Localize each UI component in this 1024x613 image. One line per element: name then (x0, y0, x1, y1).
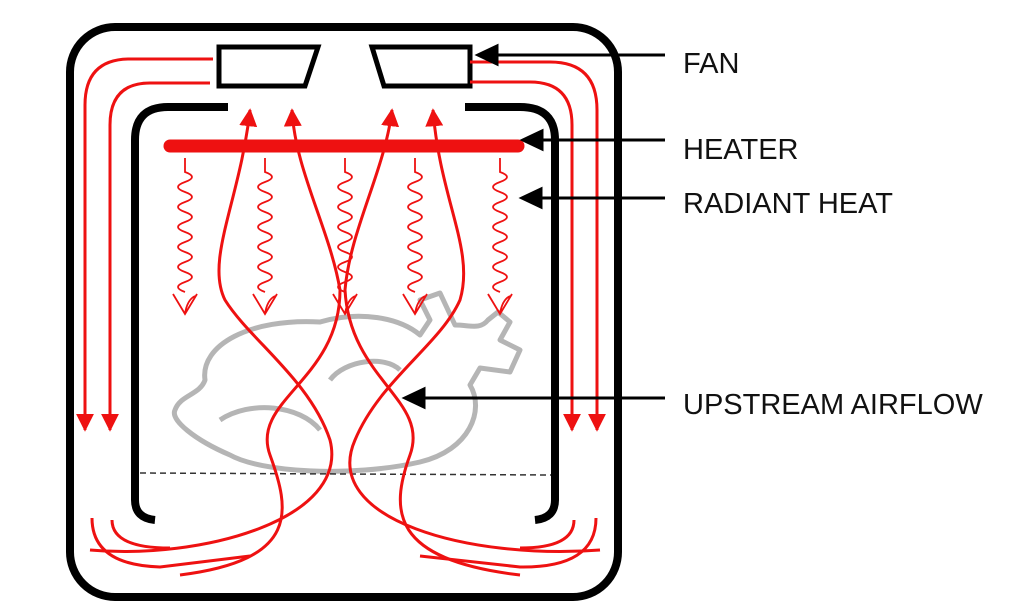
inner-wall-left (131, 103, 228, 524)
callout-arrows (401, 43, 665, 410)
radiant-heat-waves (172, 158, 513, 316)
radiant-wave (492, 158, 508, 293)
radiant-pointer-arrow-icon (518, 186, 543, 210)
label-radiant-heat: RADIANT HEAT (683, 188, 894, 220)
fan-blade-left (216, 44, 322, 89)
upstream-airflow (89, 108, 601, 577)
label-fan: FAN (683, 48, 740, 80)
label-heater: HEATER (683, 134, 799, 166)
radiant-wave (257, 158, 273, 293)
radiant-arrowhead-icon (332, 293, 358, 316)
chicken-outline (171, 290, 523, 474)
rack-dashed-line (139, 472, 553, 476)
heater-pointer-arrow-icon (519, 128, 544, 152)
radiant-arrowhead-icon (487, 293, 513, 316)
label-upstream-airflow: UPSTREAM AIRFLOW (683, 389, 983, 421)
radiant-wave (177, 158, 193, 293)
radiant-arrowhead-icon (172, 293, 198, 316)
radiant-arrowhead-icon (402, 293, 428, 316)
fan-pointer-arrow-icon (474, 43, 499, 67)
fan-blade-right (368, 44, 473, 89)
inner-wall-right (465, 103, 559, 524)
radiant-wave (337, 158, 353, 293)
side-airflow (76, 57, 606, 569)
airflow-pointer-arrow-icon (401, 386, 426, 410)
outer-housing (66, 23, 622, 601)
radiant-wave (407, 158, 423, 293)
radiant-arrowhead-icon (252, 293, 278, 316)
